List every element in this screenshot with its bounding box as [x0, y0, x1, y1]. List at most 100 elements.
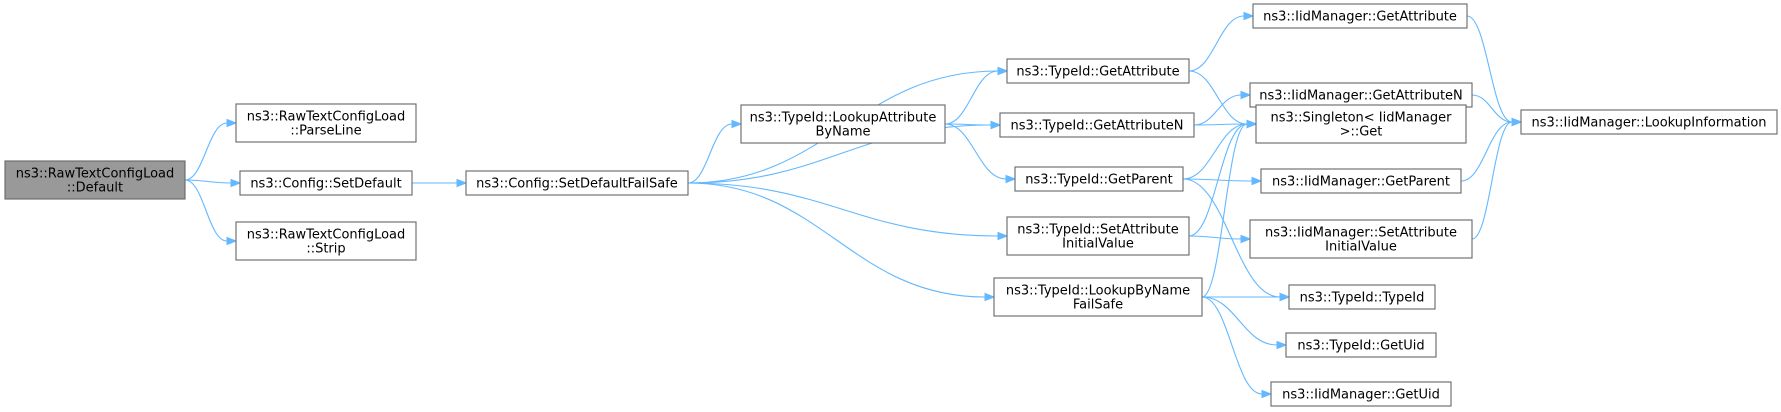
- node-box: [1260, 168, 1462, 194]
- node-box: [1249, 219, 1473, 259]
- node-setdefaultfs[interactable]: ns3::Config::SetDefaultFailSafe: [465, 170, 689, 196]
- edge-root-to-parseline: [184, 118, 238, 181]
- arrowhead: [997, 231, 1009, 241]
- node-label-line: ::Default: [67, 181, 123, 196]
- node-label-line: FailSafe: [1073, 298, 1123, 313]
- arrowhead: [1243, 11, 1255, 21]
- edge-setdefaultfs-to-tid_lookupbyname: [687, 182, 996, 302]
- edge-tid_lookupbyname-to-iid_getuid: [1201, 296, 1273, 399]
- arrowhead: [1240, 90, 1252, 100]
- node-box: [235, 103, 417, 143]
- node-tid-getuid[interactable]: ns3::TypeId::GetUid: [1285, 332, 1437, 358]
- node-setdefault[interactable]: ns3::Config::SetDefault: [239, 170, 413, 196]
- node-label-line: ns3::TypeId::LookupByName: [1006, 284, 1190, 299]
- arrowhead: [1240, 234, 1252, 244]
- arrowhead: [226, 236, 238, 246]
- edge-iid_setattr-to-iid_lookupinfo: [1471, 117, 1523, 240]
- node-box: [465, 170, 689, 196]
- edge-line: [1471, 94, 1513, 123]
- node-root[interactable]: ns3::RawTextConfigLoad::Default: [4, 160, 186, 200]
- edge-line: [944, 123, 1007, 180]
- arrowhead: [230, 178, 242, 188]
- call-nodes: ns3::RawTextConfigLoad::Defaultns3::RawT…: [4, 3, 1778, 407]
- edge-setdefaultfs-to-lookupattr: [687, 119, 743, 184]
- node-label-line: ns3::TypeId::GetParent: [1025, 173, 1173, 188]
- node-box: [740, 104, 946, 144]
- node-label-line: ::ParseLine: [290, 124, 361, 139]
- arrowhead: [990, 120, 1002, 130]
- node-label-line: ns3::IidManager::LookupInformation: [1531, 116, 1766, 131]
- edge-setdefault-to-setdefaultfs: [412, 178, 468, 188]
- arrowhead: [1276, 340, 1288, 350]
- edge-lookupattr-to-tid_getattrn: [944, 120, 1002, 130]
- arrowhead: [226, 118, 238, 128]
- arrowhead: [1511, 117, 1523, 127]
- edge-line: [944, 70, 999, 125]
- node-label-line: ns3::TypeId::GetUid: [1297, 339, 1424, 354]
- edge-tid_getattr-to-iid_getattr: [1188, 11, 1255, 72]
- edge-lookupattr-to-tid_getparent: [944, 123, 1017, 184]
- node-box: [1006, 216, 1190, 256]
- edge-line: [1471, 121, 1513, 240]
- node-iid-getattr[interactable]: ns3::IidManager::GetAttribute: [1252, 3, 1468, 29]
- edge-line: [1193, 94, 1242, 126]
- arrowhead: [997, 66, 1009, 76]
- node-label-line: ns3::IidManager::GetParent: [1272, 175, 1450, 190]
- node-iid-lookupinfo[interactable]: ns3::IidManager::LookupInformation: [1520, 109, 1778, 135]
- edge-root-to-strip: [184, 179, 238, 246]
- arrowhead: [1251, 176, 1263, 186]
- node-iid-getattrn[interactable]: ns3::IidManager::GetAttributeN: [1249, 82, 1473, 108]
- node-box: [1288, 284, 1436, 310]
- node-iid-getuid[interactable]: ns3::IidManager::GetUid: [1270, 381, 1452, 407]
- node-tid-getattr[interactable]: ns3::TypeId::GetAttribute: [1006, 58, 1190, 84]
- node-label-line: ns3::Config::SetDefault: [250, 177, 401, 192]
- node-iid-getparent[interactable]: ns3::IidManager::GetParent: [1260, 168, 1462, 194]
- node-singleton[interactable]: ns3::Singleton< IidManager>::Get: [1255, 104, 1467, 144]
- node-tid-getattrn[interactable]: ns3::TypeId::GetAttributeN: [999, 112, 1195, 138]
- edge-iid_getattr-to-iid_lookupinfo: [1466, 15, 1523, 127]
- node-label-line: ns3::IidManager::GetUid: [1282, 388, 1440, 403]
- edge-tid_getparent-to-iid_getparent: [1182, 176, 1263, 186]
- edge-tid_getattr-to-singleton: [1188, 70, 1258, 129]
- node-iid-setattr[interactable]: ns3::IidManager::SetAttributeInitialValu…: [1249, 219, 1473, 259]
- node-label-line: ByName: [816, 125, 871, 140]
- edge-line: [1188, 70, 1248, 125]
- edge-lookupattr-to-tid_getattr: [944, 66, 1009, 125]
- arrowhead: [456, 178, 468, 188]
- edge-line: [1182, 178, 1281, 298]
- edge-tid_lookupbyname-to-tid_typeid: [1202, 292, 1291, 302]
- node-box: [1270, 381, 1452, 407]
- node-strip[interactable]: ns3::RawTextConfigLoad::Strip: [235, 221, 417, 261]
- edge-tid_setattr-to-iid_setattr: [1188, 234, 1252, 244]
- node-box: [999, 112, 1195, 138]
- node-label-line: ns3::RawTextConfigLoad: [16, 167, 175, 182]
- node-label-line: >::Get: [1340, 125, 1383, 140]
- edge-setdefaultfs-to-tid_setattr: [687, 182, 1009, 241]
- edge-root-to-setdefault: [184, 178, 242, 188]
- edge-tid_lookupbyname-to-singleton: [1201, 119, 1258, 298]
- node-box: [1255, 104, 1467, 144]
- edge-line: [184, 122, 228, 181]
- node-label-line: ns3::TypeId::GetAttributeN: [1010, 119, 1183, 134]
- node-label-line: ns3::TypeId::TypeId: [1300, 291, 1425, 306]
- node-label-line: ns3::RawTextConfigLoad: [247, 228, 406, 243]
- arrowhead: [1005, 174, 1017, 184]
- node-label-line: ::Strip: [306, 242, 345, 257]
- arrowhead: [1246, 119, 1258, 129]
- node-tid-typeid[interactable]: ns3::TypeId::TypeId: [1288, 284, 1436, 310]
- node-box: [1014, 166, 1184, 192]
- node-label-line: ns3::TypeId::LookupAttribute: [750, 111, 937, 126]
- node-box: [1249, 82, 1473, 108]
- node-label-line: ns3::IidManager::SetAttribute: [1265, 226, 1457, 241]
- edge-tid_lookupbyname-to-tid_getuid: [1201, 296, 1288, 350]
- node-tid-getparent[interactable]: ns3::TypeId::GetParent: [1014, 166, 1184, 192]
- arrowhead: [1279, 292, 1291, 302]
- node-parseline[interactable]: ns3::RawTextConfigLoad::ParseLine: [235, 103, 417, 143]
- arrowhead: [984, 292, 996, 302]
- edge-line: [1188, 235, 1242, 240]
- edge-line: [184, 179, 232, 184]
- node-box: [993, 277, 1203, 317]
